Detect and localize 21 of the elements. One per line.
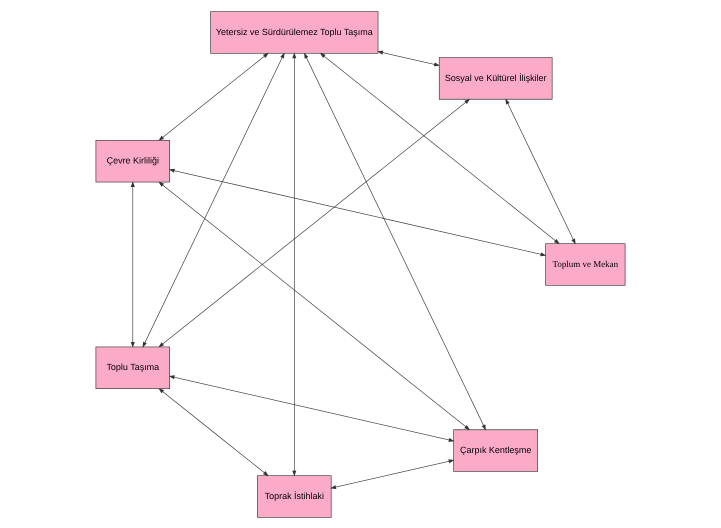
- arrow: [320, 52, 560, 244]
- node-box: Yetersiz ve Sürdürülemez Toplu Taşıma: [210, 10, 378, 54]
- node-box: Toplum ve Mekan: [545, 242, 626, 286]
- arrow: [158, 98, 470, 347]
- arrow: [142, 52, 285, 348]
- arrow: [292, 52, 296, 476]
- arrow: [130, 180, 135, 348]
- arrow: [377, 50, 440, 66]
- arrow: [158, 52, 269, 140]
- arrow: [505, 98, 576, 244]
- arrow: [330, 458, 454, 489]
- arrow: [168, 374, 454, 442]
- arrow: [158, 181, 470, 430]
- node-box: Sosyal ve Kültürel İlişkiler: [438, 56, 552, 100]
- node-box: Çarpık Kentleşme: [453, 428, 538, 472]
- arrow: [304, 52, 486, 430]
- arrow: [168, 168, 546, 256]
- arrow: [158, 388, 269, 476]
- node-box: Çevre Kirliliği: [96, 140, 170, 182]
- node-box: Toplu Taşıma: [96, 346, 170, 388]
- node-box: Toprak İstihlaki: [257, 474, 332, 518]
